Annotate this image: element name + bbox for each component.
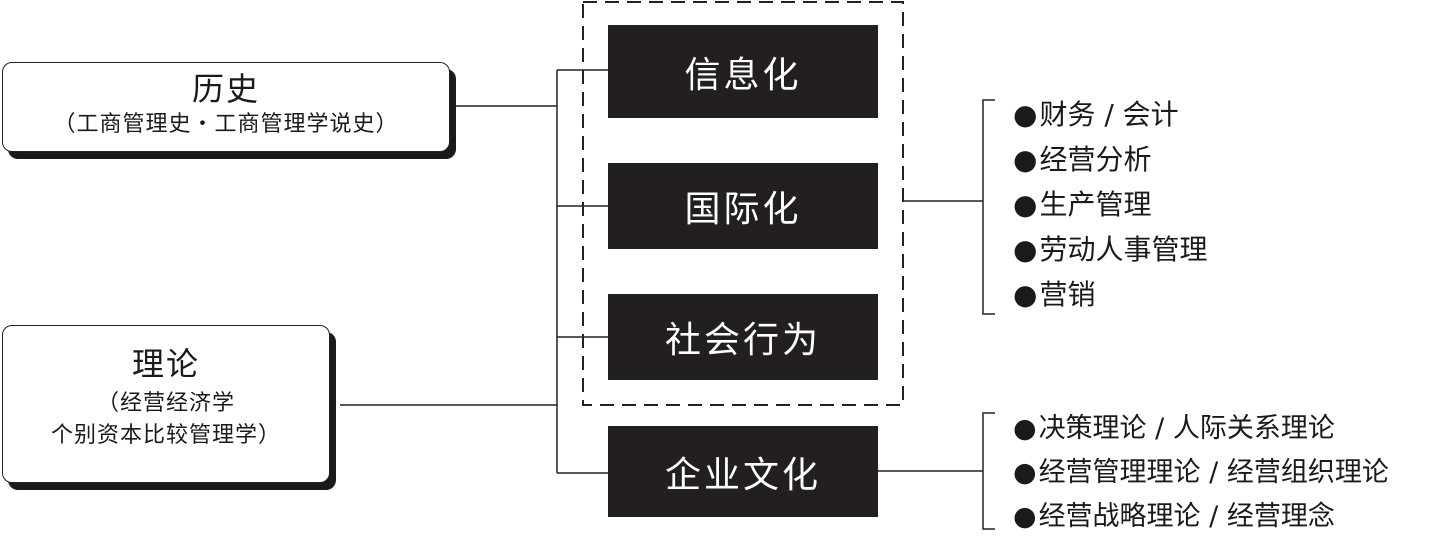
bullet-icon: ● [1013,278,1038,311]
bullet-icon: ● [1013,501,1037,532]
list-item: ●财务 / 会计 [1013,92,1207,137]
list-item: ●经营管理理论 / 经营组织理论 [1013,451,1389,495]
theory-box: 理论 （经营经济学 个别资本比较管理学） [2,325,330,483]
bullet-icon: ● [1013,413,1037,444]
functions-bracket [982,99,995,315]
bullet-icon: ● [1013,143,1038,176]
history-title: 历史 [191,70,260,108]
history-box: 历史 （工商管理史・工商管理学说史） [2,62,450,152]
bullet-icon: ● [1013,98,1038,131]
list-item: ●决策理论 / 人际关系理论 [1013,407,1389,451]
history-subtitle: （工商管理史・工商管理学说史） [53,112,399,137]
list-item: ●生产管理 [1013,182,1207,227]
theory-subtitle-line2: 个别资本比较管理学） [50,423,281,448]
bullet-icon: ● [1013,457,1037,488]
list-item: ●劳动人事管理 [1013,227,1207,272]
bullet-icon: ● [1013,188,1038,221]
informatization-box: 信息化 [608,25,878,118]
social-behavior-box: 社会行为 [608,294,878,380]
theory-list: ●决策理论 / 人际关系理论 ●经营管理理论 / 经营组织理论 ●经营战略理论 … [1013,407,1389,538]
theory-subtitle-line1: （经营经济学 [96,391,235,416]
bullet-icon: ● [1013,233,1038,266]
theory-title: 理论 [131,345,200,383]
list-item: ●经营战略理论 / 经营理念 [1013,495,1389,538]
corporate-culture-box: 企业文化 [608,426,878,517]
functions-list: ●财务 / 会计 ●经营分析 ●生产管理 ●劳动人事管理 ●营销 [1013,92,1207,317]
internationalization-box: 国际化 [608,163,878,249]
theory-bracket [982,412,995,530]
list-item: ●经营分析 [1013,137,1207,182]
dashed-group-box [582,1,904,406]
list-item: ●营销 [1013,272,1207,317]
